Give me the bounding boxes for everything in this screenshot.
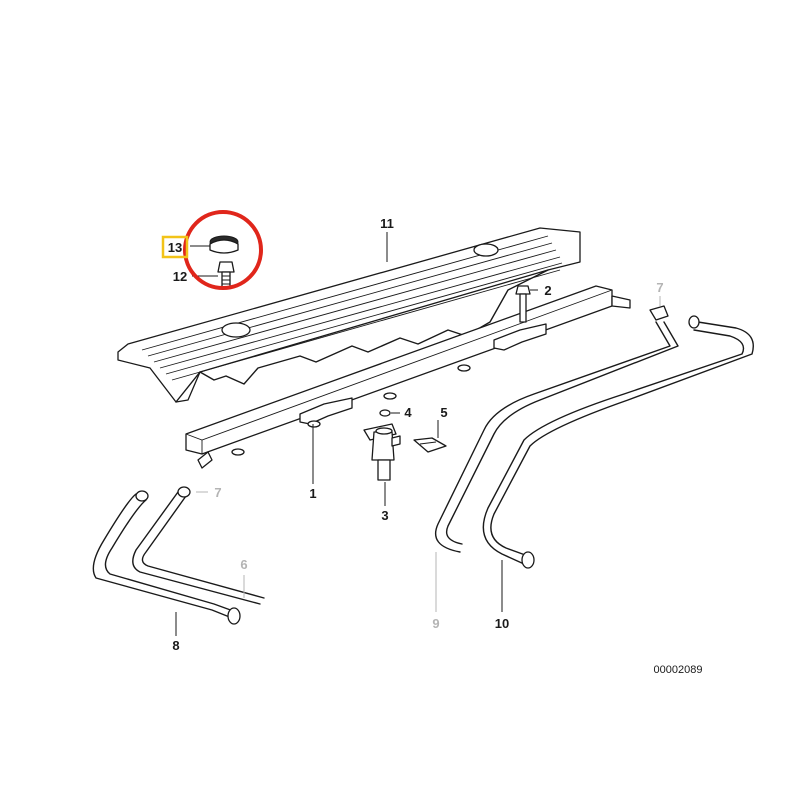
clip[interactable] (413, 437, 447, 453)
engine-cover[interactable] (117, 227, 581, 403)
callout-labels: 1 2 3 4 5 6 7 7 8 9 10 11 12 13 (168, 216, 664, 653)
injector[interactable] (363, 423, 401, 481)
cover-bolt[interactable] (217, 261, 235, 289)
highlight-box (161, 235, 189, 259)
fuel-line-rear[interactable] (482, 315, 754, 569)
diagram-id: 00002089 (654, 664, 703, 676)
cover-cap[interactable] (209, 235, 239, 254)
return-hose[interactable] (132, 486, 265, 605)
callout-9[interactable]: 9 (432, 616, 439, 631)
callout-7b[interactable]: 7 (656, 280, 663, 295)
bolt[interactable] (515, 285, 531, 323)
seal-ring[interactable] (379, 409, 391, 417)
callout-1[interactable]: 1 (309, 486, 316, 501)
fuel-rail[interactable] (185, 285, 631, 469)
callout-6[interactable]: 6 (240, 557, 247, 572)
callout-7a[interactable]: 7 (214, 485, 221, 500)
callout-8[interactable]: 8 (172, 638, 179, 653)
fuel-line-front[interactable] (434, 305, 679, 553)
feed-hose[interactable] (92, 490, 241, 625)
highlight-circle (183, 210, 263, 290)
callout-11[interactable]: 11 (380, 216, 394, 231)
callout-10[interactable]: 10 (495, 616, 509, 631)
callout-13[interactable]: 13 (168, 240, 182, 255)
callout-4[interactable]: 4 (404, 405, 412, 420)
leader-lines (175, 232, 661, 636)
callout-5[interactable]: 5 (440, 405, 447, 420)
callout-12[interactable]: 12 (173, 269, 187, 284)
callout-3[interactable]: 3 (381, 508, 388, 523)
callout-2[interactable]: 2 (544, 283, 551, 298)
